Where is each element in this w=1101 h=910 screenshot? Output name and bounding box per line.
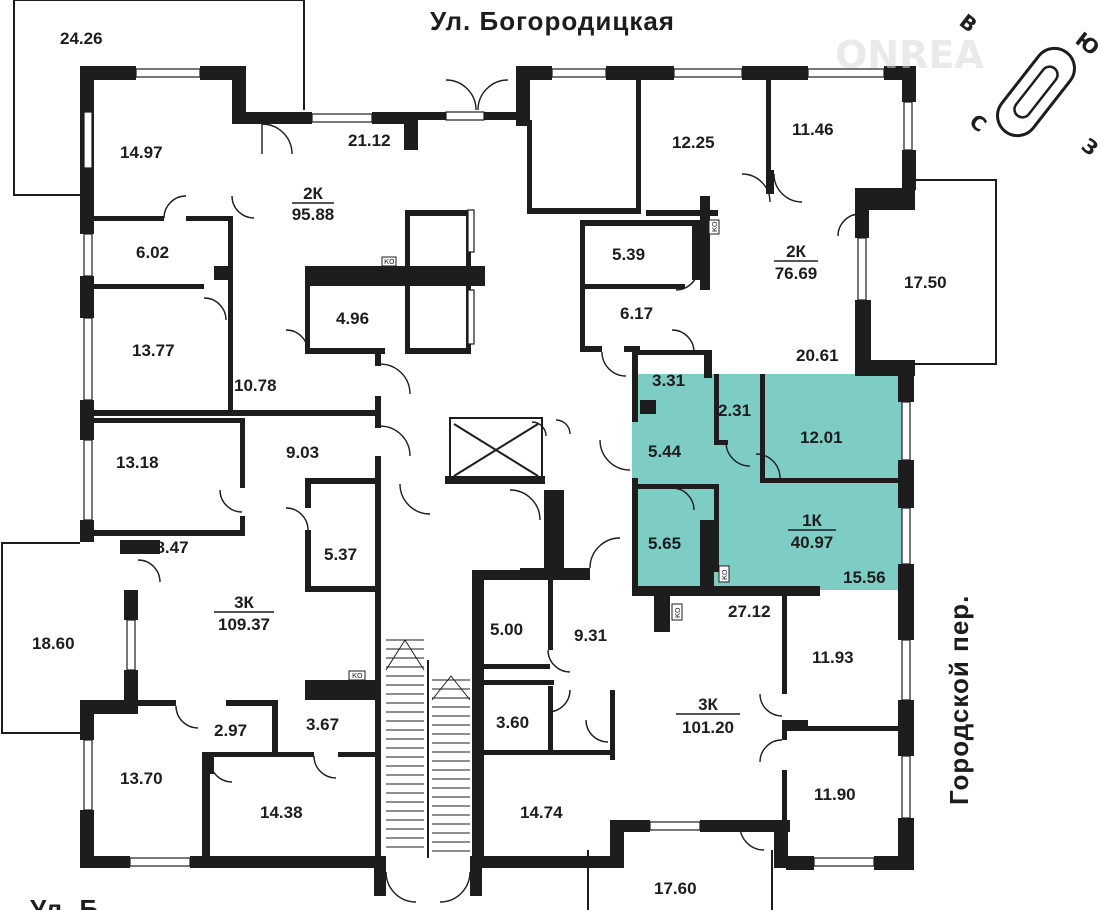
room-area: 5.44 — [648, 442, 682, 461]
room-area: 6.17 — [620, 304, 653, 323]
room-area: 28.47 — [146, 538, 189, 557]
room-area: 14.38 — [260, 803, 303, 822]
apartment-labels: 2К 95.88 2К 76.69 1К 40.97 3К 109.37 3К … — [214, 184, 836, 737]
apt-area: 95.88 — [292, 205, 335, 224]
room-area: 12.25 — [672, 133, 715, 152]
ko-label: КО — [711, 221, 719, 232]
watermark: ONREA — [835, 33, 984, 77]
apt-type: 1К — [802, 511, 822, 530]
room-area: 3.67 — [306, 715, 339, 734]
stairs — [385, 639, 471, 858]
room-area: 18.60 — [32, 634, 75, 653]
service-shaft-labels: КО КО КО КО КО — [348, 219, 730, 681]
apt-area: 76.69 — [775, 264, 818, 283]
doors — [137, 79, 861, 903]
room-area: 13.18 — [116, 453, 159, 472]
street-bottom-partial: Ул. Б — [30, 894, 99, 910]
room-area: 12.01 — [800, 428, 843, 447]
room-area: 11.90 — [814, 785, 856, 804]
compass-north-label: С — [965, 109, 991, 137]
interior-walls — [94, 80, 902, 878]
apt-type: 2К — [303, 184, 323, 203]
room-area: 5.00 — [490, 620, 523, 639]
room-area: 13.77 — [132, 341, 175, 360]
room-area: 15.56 — [843, 568, 886, 587]
room-area: 5.65 — [648, 534, 681, 553]
apt-type: 3К — [698, 695, 718, 714]
room-area: 4.96 — [336, 309, 369, 328]
street-top: Ул. Богородицкая — [430, 6, 675, 36]
room-area: 3.60 — [496, 713, 529, 732]
apt-type: 3К — [234, 593, 254, 612]
stair-arrow — [431, 675, 471, 701]
room-area: 5.39 — [612, 245, 645, 264]
room-area: 9.03 — [286, 443, 319, 462]
compass-south-label: Ю — [1071, 27, 1101, 60]
ko-label: КО — [352, 672, 363, 680]
room-area: 24.26 — [60, 29, 103, 48]
ko-label: КО — [384, 258, 395, 266]
apt-area: 40.97 — [791, 533, 834, 552]
apt-area: 101.20 — [682, 718, 734, 737]
room-area: 2.31 — [718, 401, 751, 420]
windows — [83, 68, 913, 867]
room-area: 10.78 — [234, 376, 277, 395]
ko-label: КО — [674, 607, 682, 618]
room-area: 6.02 — [136, 243, 169, 262]
room-area: 20.61 — [796, 346, 839, 365]
apt-area: 109.37 — [218, 615, 270, 634]
room-labels: 24.26 14.97 21.12 6.02 4.96 13.77 10.78 … — [32, 29, 947, 898]
room-area: 13.70 — [120, 769, 163, 788]
room-area: 3.31 — [652, 371, 685, 390]
compass-icon: В Ю С З — [955, 9, 1101, 161]
room-area: 11.46 — [792, 120, 834, 139]
apt-type: 2К — [786, 242, 806, 261]
room-area: 14.97 — [120, 143, 163, 162]
room-area: 27.12 — [728, 602, 771, 621]
outer-walls — [80, 66, 916, 896]
room-area: 21.12 — [348, 131, 391, 150]
room-area: 9.31 — [574, 626, 607, 645]
ko-label: КО — [721, 569, 729, 580]
stair-arrow — [385, 639, 425, 671]
room-area: 17.60 — [654, 879, 697, 898]
room-area: 14.74 — [520, 803, 563, 822]
room-area: 5.37 — [324, 545, 357, 564]
street-right: Городской пер. — [944, 595, 974, 805]
room-area: 2.97 — [214, 721, 247, 740]
room-area: 11.93 — [812, 648, 854, 667]
room-area: 17.50 — [904, 273, 947, 292]
compass-west-label: З — [1077, 133, 1101, 161]
